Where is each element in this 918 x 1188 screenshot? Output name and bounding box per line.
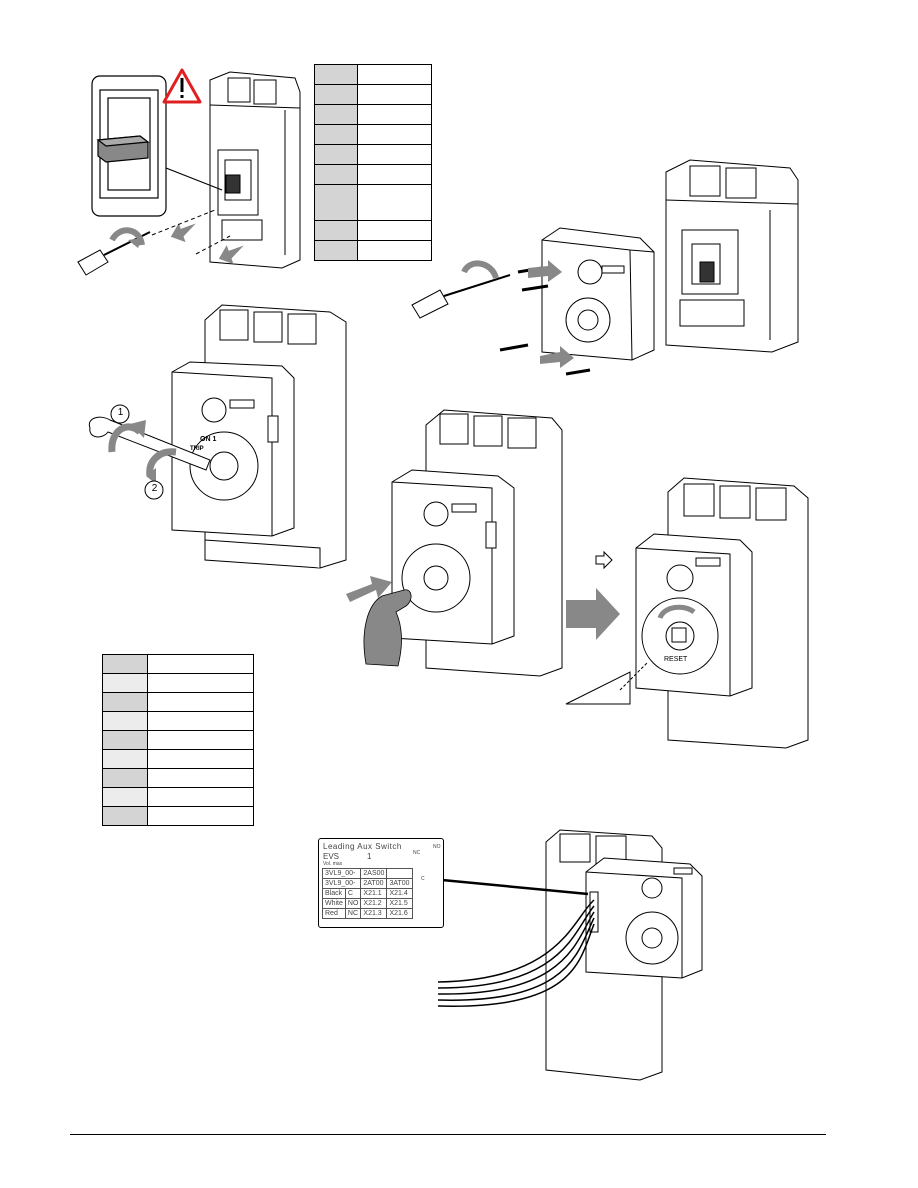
knob-on-label: ON 1 — [200, 436, 217, 443]
finger-icon — [363, 589, 412, 667]
step-number-1: 1 — [117, 407, 124, 418]
language-table-bottom — [102, 654, 254, 826]
table-row — [314, 184, 432, 221]
screwdriver-icon — [77, 227, 151, 276]
aux-label-title: Leading Aux Switch — [323, 842, 402, 851]
cover-plate — [541, 227, 655, 361]
table-row — [314, 84, 432, 105]
breaker-bottom — [545, 829, 703, 1081]
step-number-2: 2 — [151, 483, 158, 494]
table-row: 3VL9_00- 2AS00 — [321, 868, 413, 879]
table-row — [102, 730, 254, 750]
table-row — [314, 144, 432, 165]
wire-bundle — [437, 899, 595, 1007]
aux-side-nc: NC — [413, 850, 421, 856]
aux-label-model-suffix: 1 — [367, 852, 372, 861]
small-arrow-icon — [595, 550, 613, 570]
insert-arrows — [528, 260, 574, 368]
table-row — [102, 654, 254, 674]
table-row: Red NC X21.3 X21.6 — [322, 908, 413, 919]
table-row — [314, 220, 432, 241]
table-row — [102, 673, 254, 693]
inset-detail — [91, 75, 223, 217]
aux-label-sub: Vol. max — [323, 861, 343, 867]
aux-label-model: EVS — [323, 852, 340, 861]
aux-label-table: 3VL9_00- 2AS00 3VL9_00- 2AT00 3AT00 Blac… — [321, 868, 413, 919]
step-marker-1 — [110, 404, 130, 424]
table-row — [314, 64, 432, 85]
wrench-icon — [88, 416, 211, 484]
table-row — [314, 104, 432, 125]
breaker-center — [391, 409, 563, 677]
language-table-top — [314, 64, 432, 261]
table-row: Black C X21.1 X21.4 — [322, 888, 413, 899]
table-row: 3VL9_00- 2AT00 3AT00 — [321, 878, 413, 889]
table-row — [102, 749, 254, 769]
breaker-right — [635, 477, 809, 749]
step-marker-2 — [144, 480, 164, 500]
table-row — [314, 240, 432, 261]
footer-rule — [70, 1134, 826, 1135]
angle-indicator — [565, 661, 649, 705]
warning-icon — [162, 68, 202, 104]
table-row — [102, 787, 254, 807]
knob-trip-label: TRIP — [190, 446, 204, 452]
breaker-top-right — [665, 159, 799, 353]
screwdriver-icon-2 — [411, 260, 591, 376]
aux-switch-label: Leading Aux Switch EVS 1 Vol. max NC NO … — [318, 838, 444, 928]
knob-reset-label: RESET — [664, 656, 688, 663]
aux-side-no: NO — [433, 844, 441, 850]
table-row — [314, 164, 432, 185]
table-row — [314, 124, 432, 145]
breaker-top-left — [209, 71, 301, 269]
screw-icon — [151, 209, 231, 255]
removal-arrows — [170, 223, 244, 265]
table-row — [102, 692, 254, 712]
aux-side-c: C — [421, 876, 425, 882]
breaker-mid-left — [171, 304, 347, 569]
table-row: White NO X21.2 X21.5 — [322, 898, 413, 909]
label-leader — [441, 878, 589, 896]
push-arrow — [346, 576, 392, 602]
next-arrow-big — [566, 588, 620, 640]
table-row — [102, 806, 254, 826]
table-row — [102, 711, 254, 731]
table-row — [102, 768, 254, 788]
